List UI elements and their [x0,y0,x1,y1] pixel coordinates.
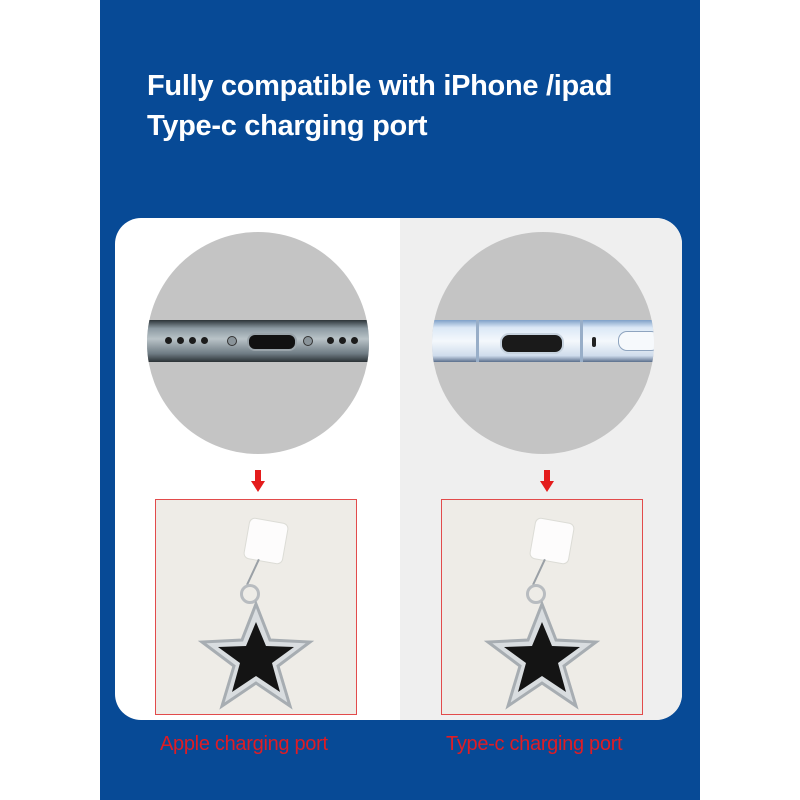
lightning-port [247,333,297,351]
down-arrow-icon [251,470,265,494]
typec-plug-product-image [441,499,643,715]
speaker-hole [177,337,184,344]
star-charm-icon [197,600,315,710]
speaker-hole [351,337,358,344]
microphone-hole [592,337,596,347]
side-button [618,331,654,351]
headline-line-1: Fully compatible with iPhone /ipad [147,70,613,102]
headline-line-2: Type-c charging port [147,110,428,142]
apple-port-caption: Apple charging port [160,733,328,755]
screw-icon [303,336,313,346]
lightning-port-closeup-image [147,232,369,454]
headline: Fully compatible with iPhone /ipad Type-… [147,66,612,146]
comparison-card [115,218,682,720]
edge-seam [476,320,479,362]
device-edge-strip [432,320,654,362]
speaker-hole [201,337,208,344]
typec-port-caption: Type-c charging port [446,733,623,755]
jump-ring [240,584,260,604]
phone-edge-strip [147,320,369,362]
clear-plug [242,516,290,566]
jump-ring [526,584,546,604]
apple-plug-product-image [155,499,357,715]
speaker-hole [327,337,334,344]
speaker-hole [339,337,346,344]
clear-plug [528,516,576,566]
down-arrow-icon [540,470,554,494]
speaker-hole [165,337,172,344]
connector-wire [532,558,546,586]
typec-port-closeup-image [432,232,654,454]
screw-icon [227,336,237,346]
usb-c-port [500,333,564,354]
edge-seam [580,320,583,362]
speaker-hole [189,337,196,344]
star-charm-icon [483,600,601,710]
connector-wire [246,558,260,586]
